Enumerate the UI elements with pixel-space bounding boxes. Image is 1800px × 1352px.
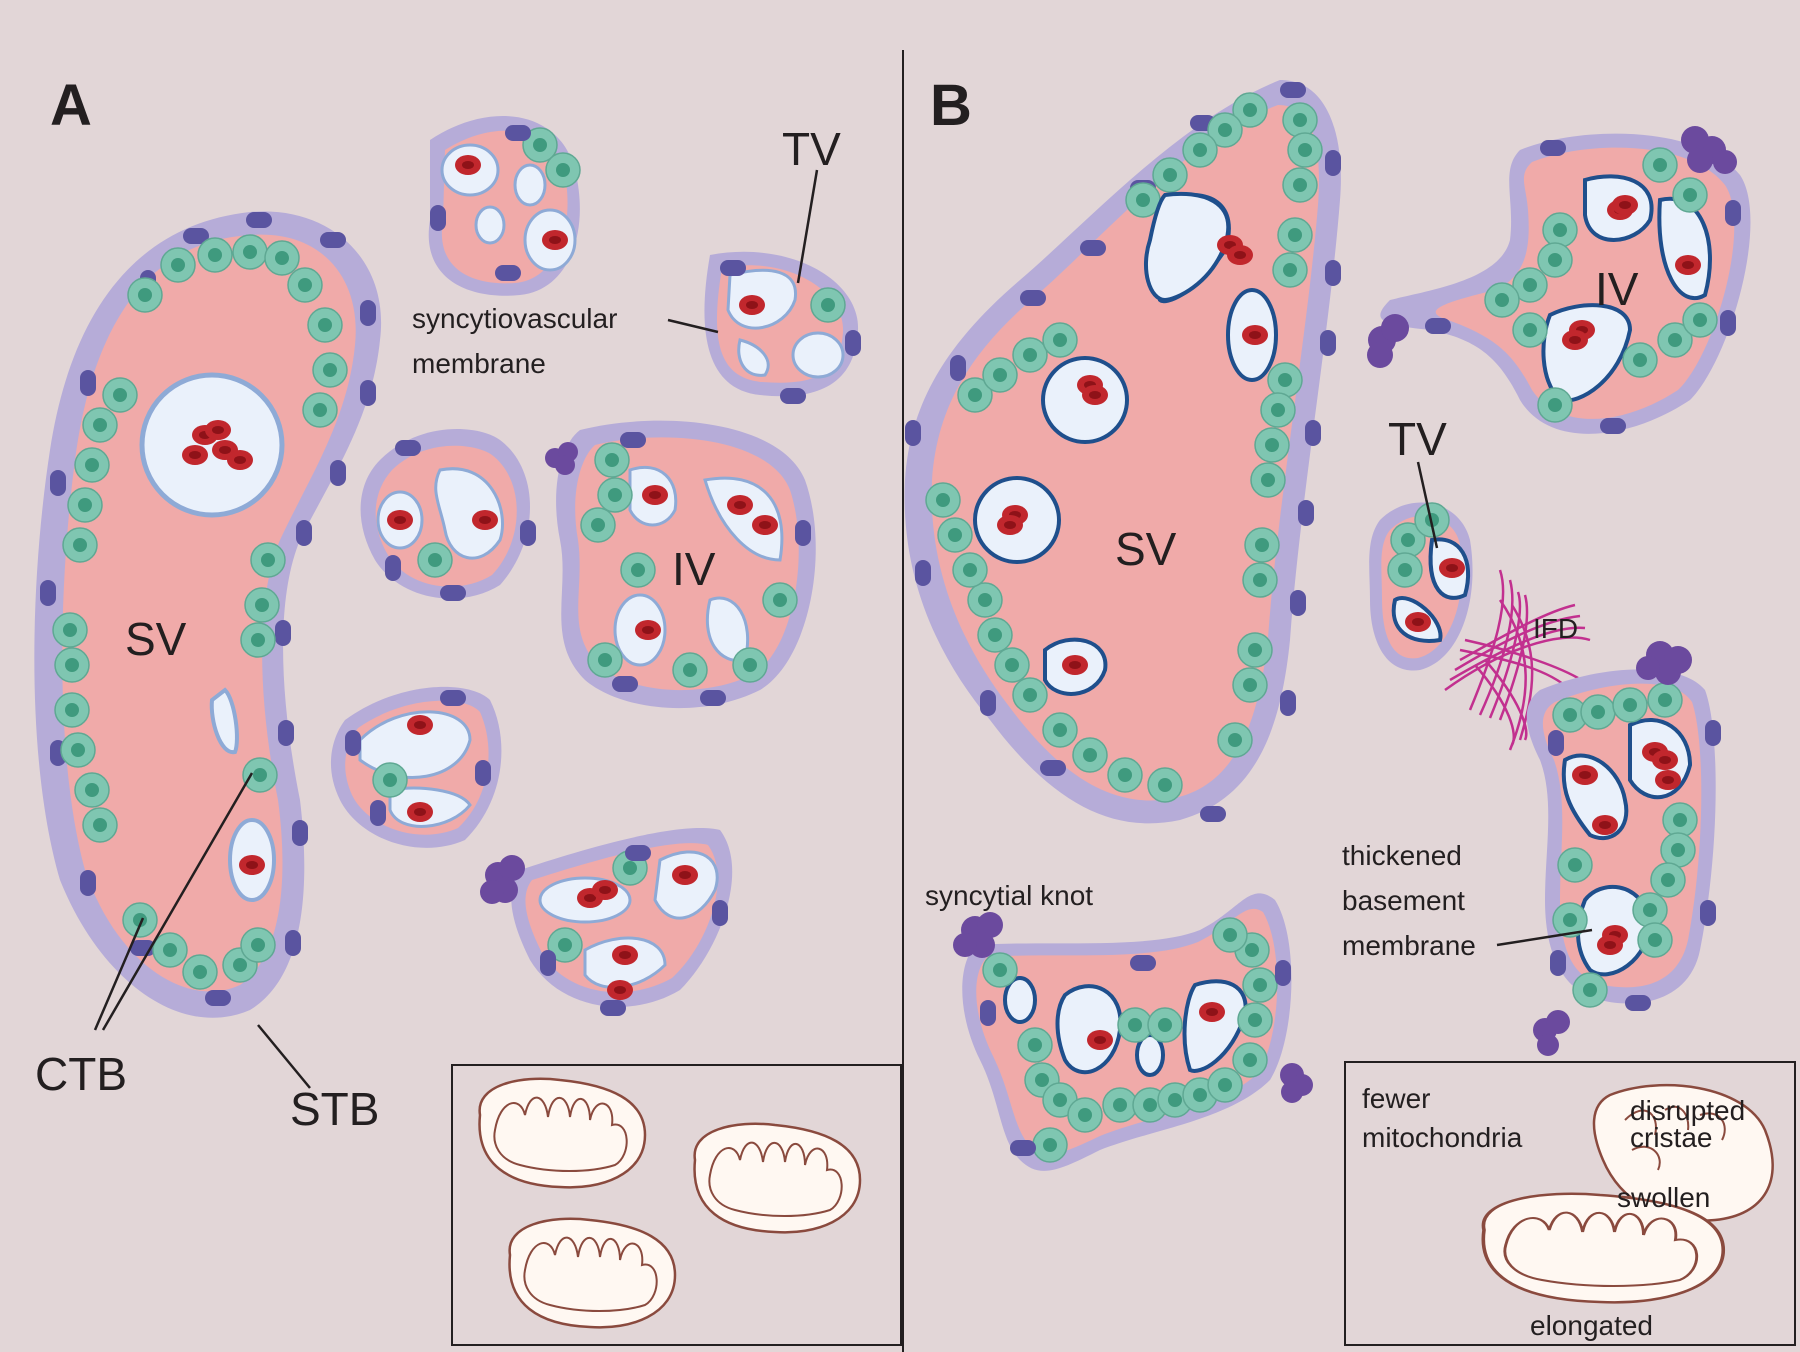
label-sv-b: SV bbox=[1115, 523, 1177, 575]
label-thickened-1: thickened bbox=[1342, 840, 1462, 871]
label-iv-a: IV bbox=[672, 543, 716, 595]
label-swollen: swollen bbox=[1617, 1182, 1710, 1213]
small-villus-a2 bbox=[360, 428, 536, 601]
label-tv-b: TV bbox=[1388, 413, 1447, 465]
mitochondria-inset-a bbox=[451, 1064, 902, 1346]
terminal-villus-b bbox=[1369, 502, 1473, 671]
label-syncytiovascular-1: syncytiovascular bbox=[412, 303, 617, 334]
small-villus-a3 bbox=[330, 686, 502, 848]
leader-lines-a bbox=[93, 169, 819, 1089]
stem-villus-b bbox=[904, 80, 1341, 824]
panel-a: A SV TV IV syncytiovascular membrane CTB… bbox=[34, 73, 902, 1346]
stb-nuclei-a bbox=[40, 212, 376, 1006]
label-syncytiovascular-2: membrane bbox=[412, 348, 546, 379]
fetal-vessel-small-a bbox=[209, 687, 276, 902]
fetal-vessel-large bbox=[139, 372, 285, 518]
panel-b-letter: B bbox=[930, 73, 972, 138]
label-elongated: elongated bbox=[1530, 1310, 1653, 1341]
small-villus-a1 bbox=[428, 116, 581, 296]
intermediate-villus-a bbox=[545, 420, 816, 709]
label-fewer-2: mitochondria bbox=[1362, 1122, 1523, 1153]
label-thickened-3: membrane bbox=[1342, 930, 1476, 961]
label-disrupted-2: cristae bbox=[1630, 1122, 1712, 1153]
small-villus-a4 bbox=[480, 828, 733, 1016]
label-fewer-1: fewer bbox=[1362, 1083, 1430, 1114]
label-sv-a: SV bbox=[125, 613, 187, 665]
panel-b: fewer mitochondria disrupted cristae swo… bbox=[904, 73, 1796, 1346]
leader-lines-b bbox=[1416, 461, 1593, 947]
intermediate-villus-b bbox=[1367, 126, 1751, 434]
label-tv-a: TV bbox=[782, 123, 841, 175]
label-ifd: IFD bbox=[1533, 613, 1578, 644]
label-syncytial-knot: syncytial knot bbox=[925, 880, 1093, 911]
swollen-mitochondrion bbox=[1592, 1084, 1774, 1222]
intermediate-villus-b2 bbox=[1526, 641, 1721, 1056]
terminal-villus-a bbox=[704, 251, 861, 404]
small-villus-b-bottom bbox=[953, 893, 1313, 1171]
mitochondria-inset-b: fewer mitochondria disrupted cristae swo… bbox=[1344, 1061, 1796, 1346]
stb-nuclei-b bbox=[905, 82, 1341, 822]
label-thickened-2: basement bbox=[1342, 885, 1465, 916]
fetal-vessels-b-stem bbox=[973, 191, 1278, 696]
label-disrupted-1: disrupted bbox=[1630, 1095, 1745, 1126]
label-stb: STB bbox=[290, 1083, 379, 1135]
label-iv-b: IV bbox=[1595, 263, 1639, 315]
intervillous-fibrin-deposit bbox=[1444, 569, 1591, 751]
label-ctb: CTB bbox=[35, 1048, 127, 1100]
stem-villus-a bbox=[34, 211, 382, 1018]
panel-a-letter: A bbox=[50, 73, 92, 138]
